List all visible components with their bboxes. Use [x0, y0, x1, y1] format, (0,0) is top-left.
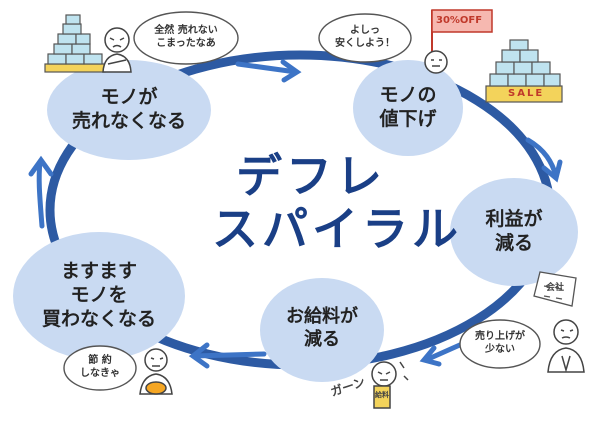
node-1-label: モノが 売れなくなる	[71, 86, 186, 132]
speech-bubble-3	[459, 319, 541, 369]
arrow-left-up	[28, 155, 54, 229]
arrow-bottom-right	[419, 341, 465, 367]
arrow-top-right	[235, 59, 302, 83]
node-circle-5	[13, 232, 185, 360]
node-circle-4	[260, 278, 384, 382]
speech-bubble-2	[318, 13, 412, 63]
bubble-2-text: よしっ 安くしよう！	[335, 25, 395, 49]
product-stack-left-icon	[44, 14, 106, 73]
shocked-person-icon	[371, 361, 409, 409]
bubble-4-text: 節 約 しなきゃ	[80, 355, 120, 379]
node-2-label: モノの 値下げ	[379, 84, 437, 130]
payslip-label: 給料	[375, 391, 389, 399]
node-3-label: 利益が 減る	[485, 208, 543, 254]
company-building-icon	[533, 271, 577, 307]
saving-person-icon	[139, 348, 173, 395]
sad-worker-icon	[547, 319, 585, 373]
discount-flag-label: 30%OFF	[436, 15, 483, 26]
arrow-bottom-left	[188, 342, 267, 369]
worried-person-icon	[102, 27, 132, 73]
node-4-label: お給料が 減る	[286, 306, 358, 350]
node-circle-1	[47, 60, 211, 160]
speech-bubble-1	[133, 11, 239, 65]
node-circle-2	[353, 60, 463, 156]
diagram-title: デフレ スパイラル	[212, 150, 462, 256]
node-circle-3	[450, 178, 578, 286]
node-5-label: ますます モノを 買わなくなる	[41, 260, 156, 330]
sale-sign-label: SALE	[508, 88, 545, 99]
product-stack-right-icon	[485, 39, 563, 103]
company-sign-label: 会社	[546, 283, 565, 293]
bubble-3-text: 売り上げが 少ない	[475, 331, 525, 355]
arrow-right-down	[525, 137, 563, 183]
title-line-2: スパイラル	[212, 201, 462, 256]
title-line-1: デフレ	[236, 149, 386, 203]
bubble-1-text: 全然 売れない こまったなあ	[154, 25, 218, 49]
flag-person-icon	[424, 9, 493, 74]
speech-bubble-4	[63, 345, 137, 391]
